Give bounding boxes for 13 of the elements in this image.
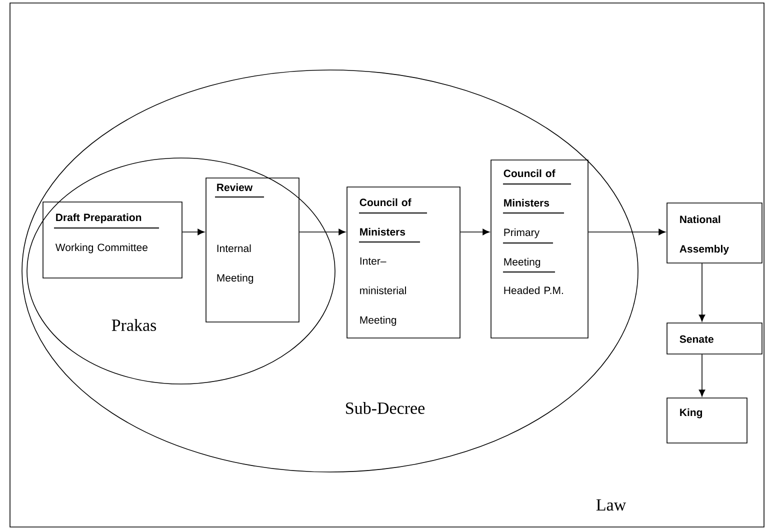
arrow: [588, 228, 666, 236]
arrow: [182, 228, 205, 236]
process-box: Council of Ministers Primary Meeting Headed P.M.: [490, 160, 588, 338]
process-box: King: [666, 398, 748, 444]
process-box: Review Internal Meeting: [206, 178, 300, 322]
process-box: Council of Ministers Inter– ministerial Meeting: [346, 186, 460, 338]
arrow: [698, 354, 706, 397]
process-box: Draft Preparation Working Committee: [42, 202, 182, 278]
arrow: [460, 228, 490, 236]
arrow: [698, 263, 706, 322]
process-box: National Assembly: [666, 202, 762, 264]
arrow: [299, 228, 346, 236]
process-box: Senate: [666, 322, 762, 354]
